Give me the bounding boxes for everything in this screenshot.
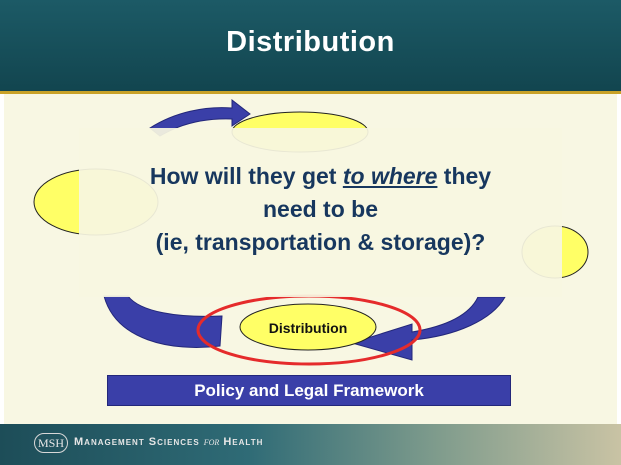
policy-framework-bar: Policy and Legal Framework [107, 375, 511, 406]
slide-header: Distribution [0, 0, 621, 94]
organization-name: Management Sciences for Health [74, 436, 263, 448]
cycle-arrow-bottom-left [103, 295, 223, 348]
question-line3: (ie, transportation & storage)? [155, 229, 486, 255]
policy-framework-label: Policy and Legal Framework [194, 381, 424, 400]
question-part1: How will they get [149, 163, 343, 189]
slide-footer [0, 424, 621, 465]
question-overlay: How will they get to where they need to … [79, 128, 562, 297]
question-text: How will they get to where they need to … [79, 160, 562, 259]
org-name-a: Management Sciences [74, 436, 204, 448]
question-emphasis: to where [342, 163, 438, 189]
cycle-arrow-bottom-right [350, 296, 506, 361]
distribution-label: Distribution [268, 320, 348, 336]
cycle-arrow-top [149, 98, 251, 137]
question-line2: need to be [262, 196, 378, 222]
org-name-b: Health [219, 436, 264, 448]
distribution-ellipse [239, 303, 377, 351]
org-name-for: for [203, 436, 220, 448]
question-part2: they [437, 163, 492, 189]
msh-logo-text: MSH [37, 436, 64, 450]
slide-title: Distribution [226, 26, 395, 58]
msh-logo: MSH [34, 433, 68, 453]
